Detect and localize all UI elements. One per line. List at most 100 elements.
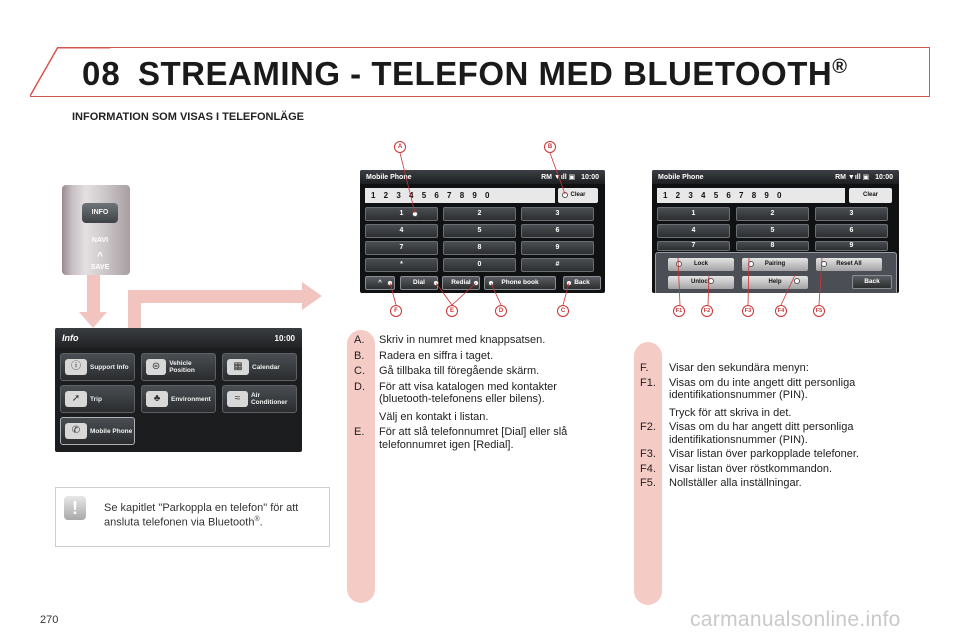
- list-item: F2.Visas om du har angett ditt personlig…: [640, 421, 925, 446]
- clear-button[interactable]: Clear: [849, 188, 892, 203]
- tile-label: Air Conditioner: [250, 392, 288, 406]
- phone-status-icons: RM ▼ıll ▣: [541, 174, 576, 181]
- key-6[interactable]: 6: [815, 224, 888, 238]
- list-item-text: Visas om du har angett ditt personliga i…: [669, 421, 854, 446]
- phone-topbar: Mobile Phone RM ▼ıll ▣ 10:00: [652, 170, 899, 184]
- key-star[interactable]: *: [365, 258, 438, 272]
- list-item-key: B.: [354, 349, 365, 362]
- marker-dot-f3: [748, 261, 754, 267]
- list-item-text: Visar listan över röstkommandon.: [669, 462, 833, 475]
- key-1[interactable]: 1: [365, 207, 438, 221]
- key-7[interactable]: 7: [365, 241, 438, 255]
- tile-label: Vehicle Position: [169, 360, 195, 374]
- marker-dot-a: [412, 211, 418, 217]
- marker-dot-e2: [473, 280, 479, 286]
- list-item-text: Visar den sekundära menyn:: [669, 362, 809, 374]
- phone-topbar: Mobile Phone RM ▼ıll ▣ 10:00: [360, 170, 605, 184]
- callout-e: E: [446, 305, 458, 317]
- phone-number-display[interactable]: 1 2 3 4 5 6 7 8 9 0: [365, 188, 555, 203]
- phone-status: RM ▼ıll ▣ 10:00: [541, 173, 599, 181]
- list-item: A.Skriv in numret med knappsatsen.: [354, 334, 609, 347]
- steering-navi-button: NAVI: [91, 237, 109, 244]
- key-9[interactable]: 9: [521, 241, 594, 255]
- callout-d: D: [495, 305, 507, 317]
- note-registered-mark: ®: [254, 516, 260, 523]
- key-6[interactable]: 6: [521, 224, 594, 238]
- key-1[interactable]: 1: [657, 207, 730, 221]
- tile-air-conditioner[interactable]: ≈Air Conditioner: [222, 385, 297, 413]
- tile-label: Trip: [90, 395, 102, 403]
- key-5[interactable]: 5: [443, 224, 516, 238]
- list-item: F4.Visar listan över röstkommandon.: [640, 463, 925, 476]
- pink-column-left: [347, 330, 375, 603]
- key-2[interactable]: 2: [443, 207, 516, 221]
- marker-dot-f2: [708, 278, 714, 284]
- clear-button[interactable]: Clear: [558, 188, 598, 203]
- phone-status-icons: RM ▼ıll ▣: [835, 174, 870, 181]
- marker-dot-f4: [794, 278, 800, 284]
- phone-screen-keypad: Mobile Phone RM ▼ıll ▣ 10:00 1 2 3 4 5 6…: [360, 170, 605, 293]
- back-button[interactable]: Back: [852, 275, 892, 289]
- key-9[interactable]: 9: [815, 241, 888, 251]
- note-box: ! Se kapitlet "Parkoppla en telefon" för…: [55, 487, 330, 547]
- unlock-button[interactable]: Unlock: [668, 276, 734, 289]
- key-hash[interactable]: #: [521, 258, 594, 272]
- key-8[interactable]: 8: [443, 241, 516, 255]
- key-2[interactable]: 2: [736, 207, 809, 221]
- arrow-right-shaft: [128, 290, 303, 303]
- key-7[interactable]: 7: [657, 241, 730, 251]
- key-8[interactable]: 8: [736, 241, 809, 251]
- marker-dot-e1: [433, 280, 439, 286]
- pairing-button[interactable]: Pairing: [742, 258, 808, 271]
- key-3[interactable]: 3: [521, 207, 594, 221]
- warning-icon: !: [64, 496, 86, 520]
- callout-f4: F4: [775, 305, 787, 317]
- steering-save-button: SAVE: [90, 264, 110, 271]
- arrow-down-icon: [79, 312, 107, 328]
- list-item: F1.Visas om du inte angett ditt personli…: [640, 377, 925, 420]
- list-item: C.Gå tillbaka till föregående skärm.: [354, 365, 609, 378]
- list-item-text: För att slå telefonnumret [Dial] eller s…: [379, 426, 568, 451]
- key-4[interactable]: 4: [657, 224, 730, 238]
- list-item-key: C.: [354, 365, 365, 377]
- list-item-text: Radera en siffra i taget.: [379, 349, 494, 362]
- tile-mobile-phone[interactable]: ✆Mobile Phone: [60, 417, 135, 445]
- phone-title: Mobile Phone: [366, 173, 412, 181]
- key-5[interactable]: 5: [736, 224, 809, 238]
- marker-dot-d: [488, 280, 494, 286]
- tile-vehicle-position[interactable]: ⊜Vehicle Position: [141, 353, 216, 381]
- tile-label: Mobile Phone: [90, 427, 133, 435]
- tile-calendar[interactable]: ▦Calendar: [222, 353, 297, 381]
- description-list-left: A.Skriv in numret med knappsatsen. B. Rad…: [354, 334, 609, 454]
- info-screen-title: Info: [62, 333, 79, 343]
- note-text-body: Se kapitlet "Parkoppla en telefon" för a…: [104, 502, 299, 529]
- list-item: B. Radera en siffra i taget.: [354, 350, 609, 363]
- list-item-key: F.: [640, 362, 649, 374]
- marker-dot-b: [562, 192, 568, 198]
- key-4[interactable]: 4: [365, 224, 438, 238]
- key-3[interactable]: 3: [815, 207, 888, 221]
- callout-f: F: [390, 305, 402, 317]
- secondary-menu: Lock Pairing Reset All Unlock Help Back: [655, 252, 897, 293]
- tile-trip[interactable]: ➚Trip: [60, 385, 135, 413]
- phone-book-button[interactable]: Phone book: [484, 276, 556, 290]
- info-screen-topbar: Info 10:00: [55, 328, 302, 348]
- page-title: STREAMING - TELEFON MED BLUETOOTH®: [138, 55, 847, 93]
- marker-dot-f1: [676, 261, 682, 267]
- lock-button[interactable]: Lock: [668, 258, 734, 271]
- list-item-key: F1.: [640, 376, 656, 389]
- calendar-icon: ▦: [227, 359, 249, 375]
- pink-column-right: [634, 342, 662, 605]
- tile-environment[interactable]: ♣Environment: [141, 385, 216, 413]
- phone-number-display[interactable]: 1 2 3 4 5 6 7 8 9 0: [657, 188, 845, 203]
- key-0[interactable]: 0: [443, 258, 516, 272]
- callout-f2: F2: [701, 305, 713, 317]
- info-icon: ⓘ: [65, 359, 87, 375]
- reset-all-button[interactable]: Reset All: [816, 258, 882, 271]
- tile-label: Environment: [171, 395, 211, 403]
- registered-mark: ®: [832, 56, 848, 78]
- steering-up-icon: ^: [97, 251, 103, 262]
